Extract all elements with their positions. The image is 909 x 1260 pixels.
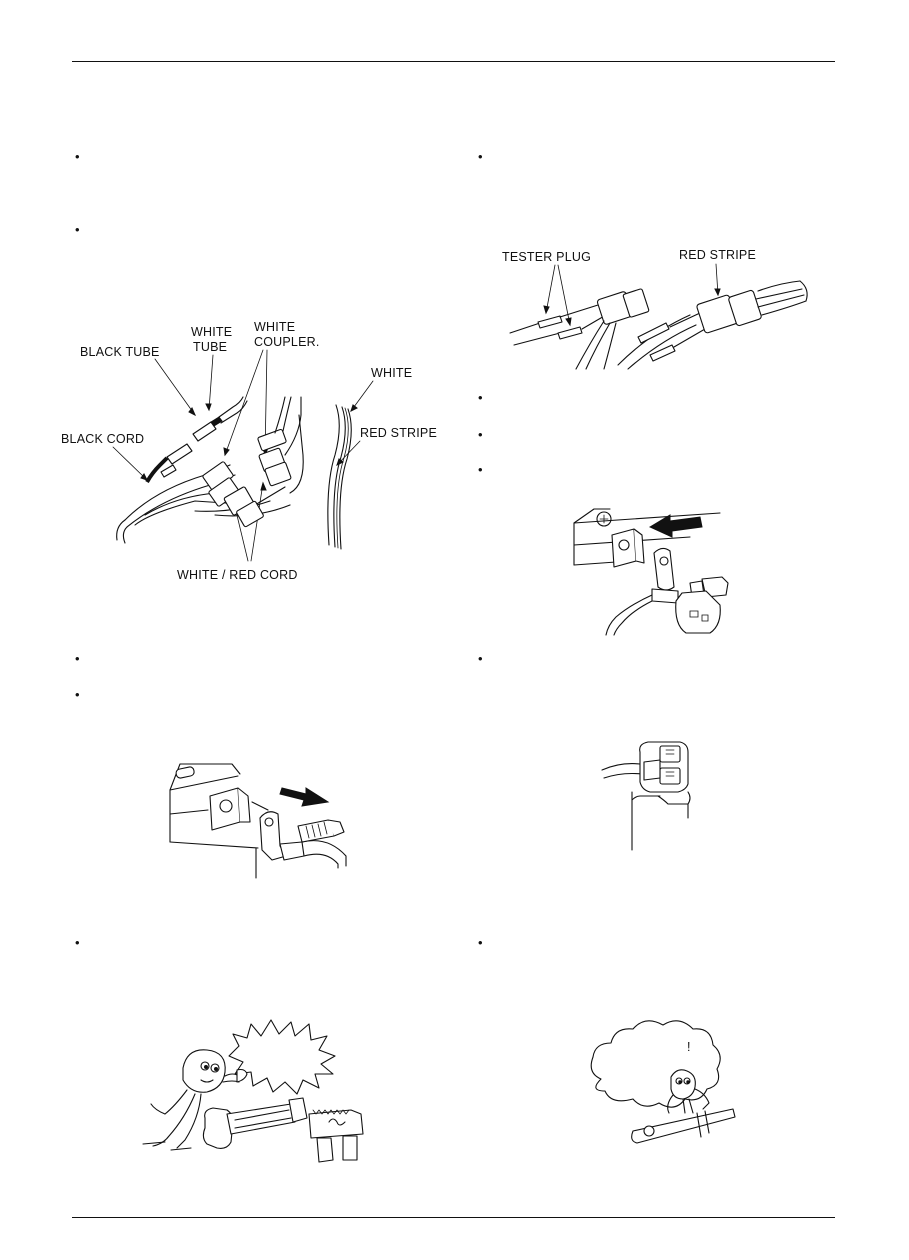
bullet-marker: • (75, 687, 80, 702)
bullet-marker: • (478, 390, 483, 405)
wiring-connector-figure: BLACK TUBE WHITE TUBE WHITE COUPLER. WHI… (55, 315, 445, 590)
battery-terminal-connect-figure (570, 505, 750, 640)
bullet-marker: • (75, 149, 80, 164)
exclamation-mark: ! (687, 1040, 691, 1054)
bullet-marker: • (478, 935, 483, 950)
label-red-stripe: RED STRIPE (360, 426, 437, 440)
bullet-marker: • (75, 222, 80, 237)
label-white-red-cord: WHITE / RED CORD (177, 568, 298, 582)
fuse-cartoon-figure (135, 1010, 375, 1170)
label-white-coupler-line2: COUPLER. (254, 335, 320, 349)
bullet-marker: • (478, 149, 483, 164)
thought-cartoon-figure: ! (585, 1013, 736, 1163)
bottom-rule (72, 1217, 835, 1218)
label-tester-plug: TESTER PLUG (502, 250, 591, 264)
label-red-stripe-tester: RED STRIPE (679, 248, 756, 262)
tester-plug-figure: TESTER PLUG RED STRIPE (500, 243, 820, 373)
bullet-marker: • (478, 427, 483, 442)
bullet-marker: • (75, 935, 80, 950)
bullet-marker: • (478, 462, 483, 477)
label-white-tube-line2: TUBE (193, 340, 227, 354)
bullet-marker: • (75, 651, 80, 666)
label-white-tube-line1: WHITE (191, 325, 232, 339)
label-white: WHITE (371, 366, 412, 380)
terminal-cap-figure (600, 738, 710, 853)
label-white-coupler-line1: WHITE (254, 320, 295, 334)
bullet-marker: • (478, 651, 483, 666)
label-black-tube: BLACK TUBE (80, 345, 160, 359)
top-rule (72, 61, 835, 62)
battery-terminal-disconnect-figure (168, 760, 358, 880)
label-black-cord: BLACK CORD (61, 432, 144, 446)
